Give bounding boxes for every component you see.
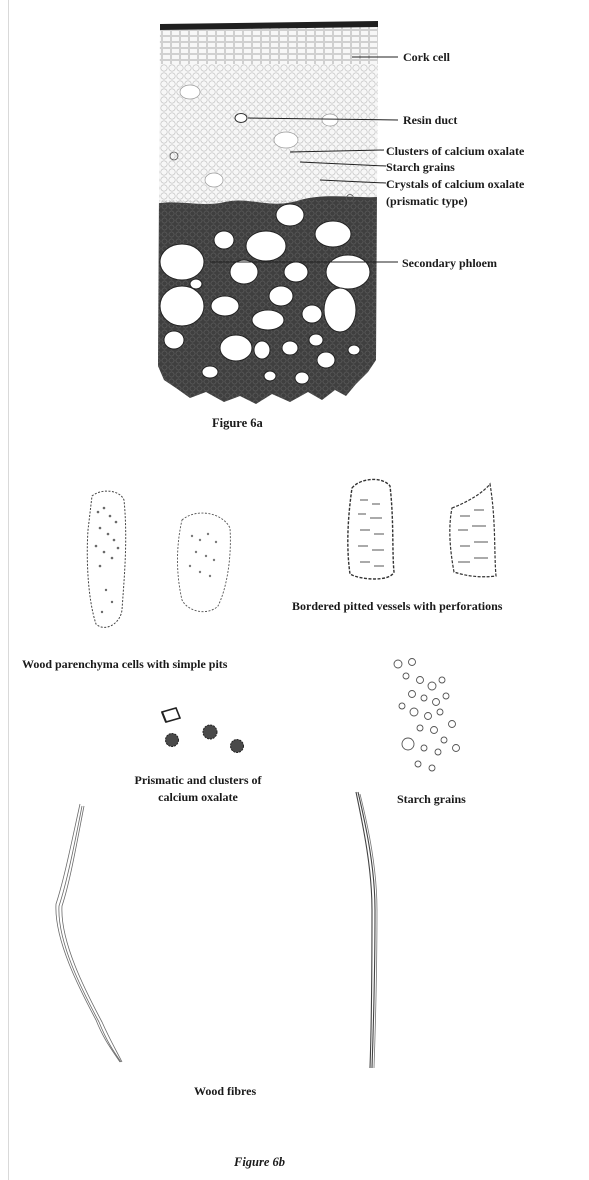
label-cork-cell: Cork cell: [403, 50, 450, 64]
wood-parenchyma-cell-1: [87, 491, 125, 627]
label-crystals-of-calcium-oxalate: Crystals of calcium oxalate: [386, 177, 524, 191]
bordered-pitted-vessel-1: [348, 479, 394, 579]
label-resin-duct: Resin duct: [403, 113, 457, 127]
wood-fibre-1: [56, 804, 122, 1062]
calcium-oxalate-crystals: [162, 708, 244, 753]
bordered-pitted-vessel-2: [450, 484, 496, 577]
label-wood-parenchyma: Wood parenchyma cells with simple pits: [22, 657, 227, 671]
starch-grains-cluster: [394, 659, 460, 772]
label-calcium-oxalate: calcium oxalate: [108, 790, 288, 804]
label-bordered-pitted-vessels: Bordered pitted vessels with perforation…: [292, 599, 502, 613]
caption-figure-6a: Figure 6a: [212, 416, 263, 431]
wood-parenchyma-cell-2: [178, 513, 231, 612]
label-starch-grains-6b: Starch grains: [397, 792, 466, 806]
resin-duct: [235, 114, 247, 123]
caption-figure-6b: Figure 6b: [234, 1155, 285, 1170]
label-prismatic-type: (prismatic type): [386, 194, 468, 208]
label-wood-fibres: Wood fibres: [194, 1084, 256, 1098]
wood-fibre-2: [356, 792, 377, 1068]
label-prismatic-and-clusters: Prismatic and clusters of: [108, 773, 288, 787]
label-clusters-of-calcium-oxalate: Clusters of calcium oxalate: [386, 144, 524, 158]
label-secondary-phloem: Secondary phloem: [402, 256, 497, 270]
label-starch-grains-6a: Starch grains: [386, 160, 455, 174]
